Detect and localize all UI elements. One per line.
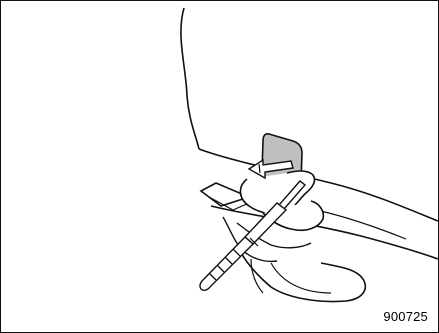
figure-code: 900725 (383, 309, 428, 324)
lower-cushion (239, 249, 365, 301)
body-outline (181, 8, 199, 149)
